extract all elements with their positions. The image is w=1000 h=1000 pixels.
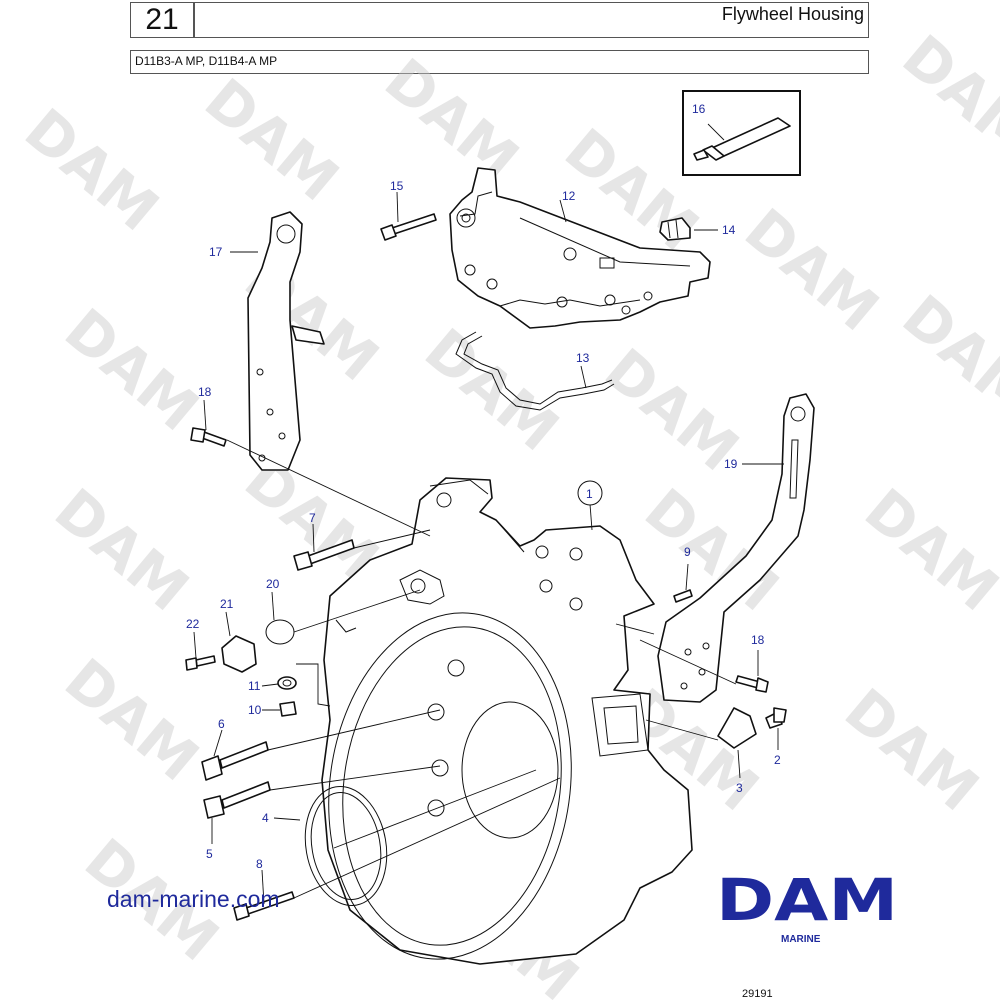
models-box: D11B3-A MP, D11B4-A MP — [130, 50, 869, 74]
watermark: DAM — [52, 295, 211, 444]
callout-22: 22 — [186, 617, 200, 631]
title-box: Flywheel Housing — [194, 2, 869, 38]
callout-18-left: 18 — [198, 385, 212, 399]
bolt-part-18-left — [190, 427, 227, 447]
section-number: 21 — [130, 2, 194, 38]
sealant-tube-part-16 — [682, 90, 801, 176]
callout-10: 10 — [248, 703, 262, 717]
watermark: DAM — [372, 45, 531, 194]
callout-15: 15 — [390, 179, 404, 193]
leader-lines — [193, 123, 784, 905]
callout-7: 7 — [309, 511, 316, 525]
website-link[interactable]: dam-marine.com — [107, 886, 280, 912]
top-cover-part-12 — [449, 167, 711, 329]
callout-13: 13 — [576, 351, 590, 365]
callout-16: 16 — [692, 102, 706, 116]
arm-bracket-part-19 — [657, 393, 815, 703]
bolt-part-5 — [203, 781, 271, 819]
watermark: DAM — [890, 22, 1000, 171]
callout-1: 1 — [586, 487, 593, 501]
page-title: Flywheel Housing — [721, 4, 864, 24]
dam-marine-logo: DAM MARINE — [716, 866, 898, 945]
callout-12: 12 — [562, 189, 576, 203]
callout-17: 17 — [209, 245, 223, 259]
callout-6: 6 — [218, 717, 225, 731]
callout-9: 9 — [684, 545, 691, 559]
callout-circle-1 — [577, 480, 603, 506]
callout-3: 3 — [736, 781, 743, 795]
callout-11: 11 — [248, 679, 261, 693]
watermark: DAM — [42, 475, 201, 624]
flywheel-housing-part-1 — [321, 477, 693, 965]
plug-part-10 — [279, 701, 297, 717]
callout-labels: 1 2 3 4 5 6 7 8 9 10 11 12 13 14 15 16 1… — [186, 102, 781, 871]
logo-subtext: MARINE — [781, 934, 821, 945]
gasket-part-13 — [455, 331, 615, 411]
document-number: 29191 — [742, 988, 773, 1000]
logo-text: DAM — [716, 866, 898, 934]
cover-plate-part-21 — [221, 635, 257, 673]
watermark: DAM — [732, 195, 891, 344]
bracket-part-17 — [247, 211, 325, 471]
watermark: DAM — [852, 475, 1000, 624]
bolt-part-15 — [380, 213, 437, 241]
bolt-part-18-right — [735, 675, 769, 693]
clip-part-14 — [659, 217, 691, 241]
watermark: DAM — [12, 95, 171, 244]
o-ring-part-20 — [265, 619, 295, 645]
mount-part-3 — [717, 707, 757, 749]
bolt-part-2 — [765, 707, 787, 729]
callout-21: 21 — [220, 597, 234, 611]
watermark: DAM — [832, 675, 991, 824]
callout-19: 19 — [724, 457, 738, 471]
watermark: DAM — [890, 282, 1000, 431]
watermark: DAM — [412, 315, 571, 464]
callout-20: 20 — [266, 577, 280, 591]
callout-4: 4 — [262, 811, 269, 825]
engine-models: D11B3-A MP, D11B4-A MP — [135, 54, 278, 68]
callout-2: 2 — [774, 753, 781, 767]
callout-14: 14 — [722, 223, 736, 237]
callout-8: 8 — [256, 857, 263, 871]
bolt-part-7 — [293, 539, 355, 571]
bolt-part-22 — [185, 655, 216, 671]
callout-5: 5 — [206, 847, 213, 861]
callout-18-right: 18 — [751, 633, 765, 647]
bolt-part-6 — [201, 741, 269, 781]
seal-ring-part-4 — [304, 786, 388, 906]
watermark: DAM — [192, 65, 351, 214]
washer-part-11 — [277, 676, 297, 690]
bolt-part-9 — [673, 589, 693, 603]
